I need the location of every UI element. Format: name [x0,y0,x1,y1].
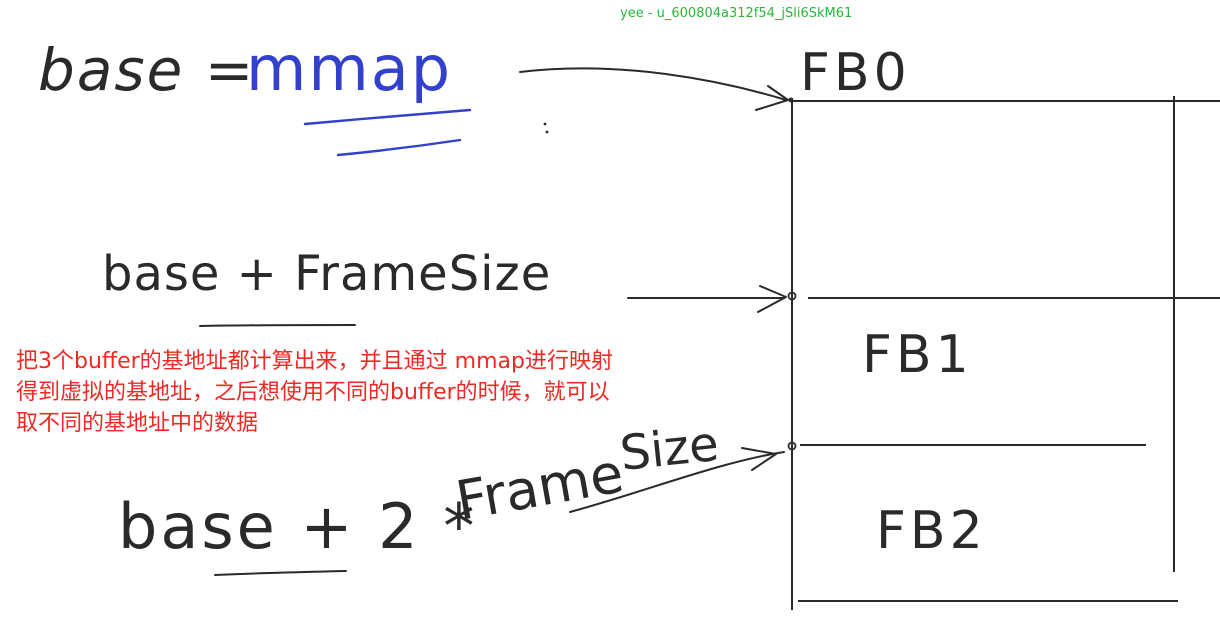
label-mmap: mmap [246,32,452,105]
arrow-head-fb1 [757,285,787,313]
label-base-plus-2-framesize-a: base + 2 * [118,490,477,563]
mmap-underline-2 [336,138,462,157]
arrow-head-fb0 [755,85,789,111]
underline-base-1 [199,324,356,327]
arrow-base2-to-fb2 [569,451,785,513]
label-base-plus-framesize: base + FrameSize [102,246,551,302]
label-fb2: FB2 [876,501,987,561]
note-line-1: 把3个buffer的基地址都计算出来，并且通过 mmap进行映射 [16,349,613,374]
arrow-head-fb2 [741,447,777,471]
note-line-2: 得到虚拟的基地址，之后想使用不同的buffer的时候，就可以 [16,380,610,405]
ink-dot [543,122,547,126]
address-marker-fb2 [787,441,797,451]
mmap-underline-1 [303,108,472,126]
address-marker-fb0 [788,97,794,103]
ink-dot [545,130,549,134]
label-fb1: FB1 [862,325,973,385]
arrow-mmap-to-fb0 [519,67,787,101]
explanation-note: 把3个buffer的基地址都计算出来，并且通过 mmap进行映射 得到虚拟的基地… [16,346,776,439]
label-fb0: FB0 [800,43,911,103]
label-base-eq: base = [38,36,255,104]
label-base-plus-2-framesize-b: Frame [451,442,628,533]
address-marker-fb1 [787,291,797,301]
underline-base-2 [214,570,347,576]
watermark-text: yee - u_600804a312f54_jSli6SkM61 [620,6,853,21]
note-line-3: 取不同的基地址中的数据 [16,411,259,436]
